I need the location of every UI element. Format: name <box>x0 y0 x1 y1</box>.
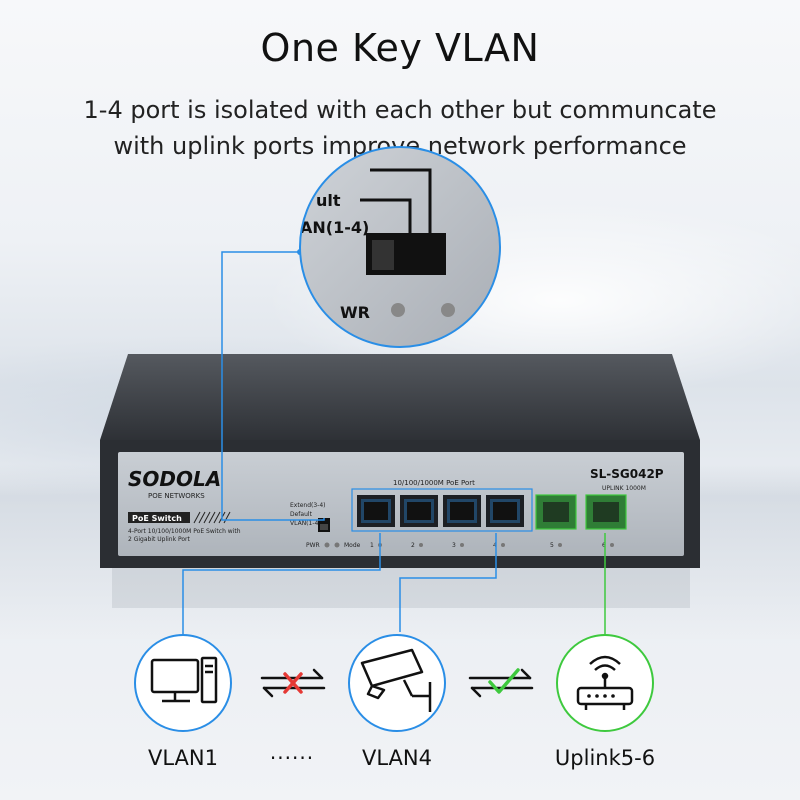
desc-line-2: 2 Gigabit Uplink Port <box>128 536 191 543</box>
switch-opt-1: Extend(3-4) <box>290 502 325 509</box>
port-number-2: 2 <box>411 542 415 549</box>
device-reflection <box>112 568 690 608</box>
port-number-6: 6 <box>602 542 606 549</box>
poe-badge-text: PoE Switch <box>132 514 182 523</box>
double-arrow-icon <box>260 668 326 698</box>
vlan1-label: VLAN1 <box>148 746 218 770</box>
switch-opt-3: VLAN(1-4) <box>290 520 321 527</box>
port-number-row: 1 2 3 4 5 6 <box>370 542 606 549</box>
switch-opt-2: Default <box>290 511 313 518</box>
router-icon <box>576 655 634 710</box>
camera-icon <box>360 648 432 712</box>
vlan4-label: VLAN4 <box>362 746 432 770</box>
mode-led <box>334 542 340 548</box>
computer-icon <box>150 656 218 704</box>
port-number-5: 5 <box>550 542 554 549</box>
mode-label: Mode <box>344 542 361 549</box>
uplink-speed-label: UPLINK 1000M <box>602 485 646 492</box>
desc-line-1: 4-Port 10/100/1000M PoE Switch with <box>128 528 241 535</box>
zoom-label-default: ult <box>316 191 341 210</box>
zoom-label-vlan: AN(1-4) <box>300 218 369 237</box>
allowed-check-icon <box>488 668 520 694</box>
pwr-label: PWR <box>306 542 320 549</box>
hatch-pattern <box>193 511 231 524</box>
port-number-3: 3 <box>452 542 456 549</box>
port-number-4: 4 <box>493 542 497 549</box>
brand-sub: POE NETWORKS <box>148 492 205 500</box>
port-1[interactable] <box>357 495 395 527</box>
isolation-arrows <box>260 668 326 698</box>
port-4[interactable] <box>486 495 524 527</box>
uplink-node <box>556 634 654 732</box>
zoom-label-pwr: WR <box>340 303 370 322</box>
dots-separator: ...... <box>269 740 315 764</box>
uplink-ports <box>535 494 627 530</box>
blocked-x-icon <box>283 672 303 694</box>
vlan4-line <box>399 533 497 632</box>
brand-logo: SODOLA <box>128 467 221 491</box>
port-2[interactable] <box>400 495 438 527</box>
model-name: SL-SG042P <box>590 467 664 481</box>
port-number-1: 1 <box>370 542 374 549</box>
uplink-label: Uplink5-6 <box>554 746 656 770</box>
port-6[interactable] <box>585 494 627 530</box>
vlan1-line <box>182 533 381 640</box>
zoom-callout-line <box>221 251 325 521</box>
port-group-label: 10/100/1000M PoE Port <box>393 479 475 487</box>
zoom-magnifier: ult AN(1-4) WR <box>299 146 501 348</box>
vlan4-node <box>348 634 446 732</box>
poe-ports <box>357 495 524 527</box>
subline: 1-4 port is isolated with each other but… <box>83 96 717 160</box>
port-3[interactable] <box>443 495 481 527</box>
communication-arrows <box>468 668 534 698</box>
vlan1-node <box>134 634 232 732</box>
headline: One Key VLAN <box>260 26 540 70</box>
poe-badge <box>128 512 190 523</box>
pwr-led <box>324 542 330 548</box>
switch-top <box>100 354 700 440</box>
poe-port-group-frame <box>351 488 533 532</box>
port-status-leds <box>378 543 614 547</box>
port-5[interactable] <box>535 494 577 530</box>
